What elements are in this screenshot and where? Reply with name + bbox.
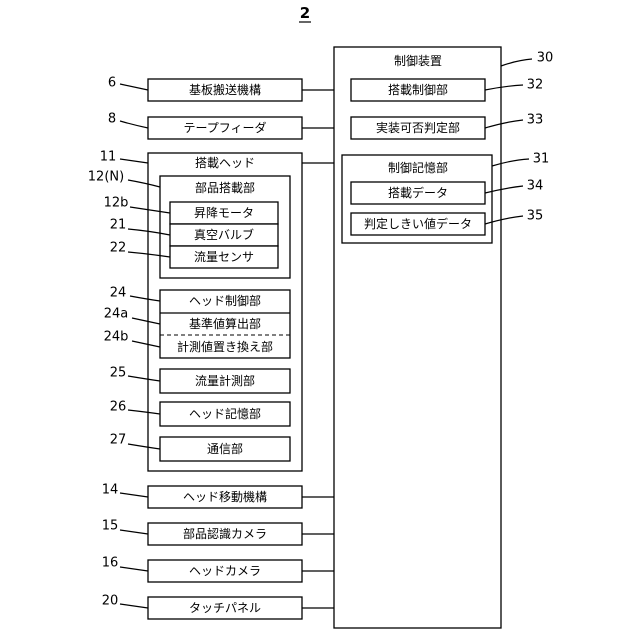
communication-label: 通信部	[207, 441, 243, 456]
tape-feeder-label: テープフィーダ	[183, 120, 266, 135]
judgement-label: 実装可否判定部	[376, 120, 460, 135]
mount-data-label: 搭載データ	[388, 185, 448, 200]
tape-feeder-ref: 8	[108, 112, 116, 127]
head-memory-label: ヘッド記憶部	[189, 406, 261, 421]
tape-feeder-leader	[120, 121, 148, 128]
touch-panel-ref: 20	[102, 594, 119, 609]
head-control-label: ヘッド制御部	[189, 293, 261, 308]
part-camera-leader	[120, 530, 148, 534]
threshold-data-ref: 35	[527, 209, 544, 224]
value-rewrite-label: 計測値置き換え部	[177, 339, 273, 354]
figure-number: 2	[300, 4, 310, 22]
flow-sensor-label: 流量センサ	[194, 250, 254, 264]
part-camera-ref: 15	[102, 519, 119, 534]
part-mounting-ref: 12(N)	[88, 170, 124, 185]
head-moving-label: ヘッド移動機構	[183, 489, 267, 504]
touch-panel-leader	[120, 604, 148, 608]
judgement-ref: 33	[527, 113, 544, 128]
part-camera-label: 部品認識カメラ	[183, 526, 267, 541]
board-transport-label: 基板搬送機構	[189, 82, 261, 97]
flow-measure-ref: 25	[110, 366, 127, 381]
mounting-head-leader	[120, 159, 148, 163]
control-memory-ref: 31	[533, 152, 550, 167]
touch-panel-label: タッチパネル	[189, 601, 261, 615]
threshold-data-label: 判定しきい値データ	[364, 216, 472, 231]
value-rewrite-ref: 24b	[104, 330, 129, 345]
head-camera-label: ヘッドカメラ	[189, 564, 261, 578]
head-memory-ref: 26	[110, 400, 127, 415]
lift-motor-ref: 12b	[104, 196, 129, 211]
flow-measure-label: 流量計測部	[195, 373, 255, 388]
control-memory-title: 制御記憶部	[388, 160, 448, 175]
head-control-ref: 24	[110, 286, 127, 301]
vacuum-valve-ref: 21	[110, 218, 127, 233]
head-camera-ref: 16	[102, 556, 119, 571]
flow-sensor-ref: 22	[110, 241, 127, 256]
mounting-head-ref: 11	[100, 150, 117, 165]
communication-ref: 27	[110, 433, 127, 448]
head-camera-leader	[120, 567, 148, 571]
control-device-title: 制御装置	[394, 53, 442, 68]
mount-data-ref: 34	[527, 179, 544, 194]
mount-control-ref: 32	[527, 78, 544, 93]
board-transport-ref: 6	[108, 76, 116, 91]
head-moving-ref: 14	[102, 483, 119, 498]
vacuum-valve-label: 真空バルブ	[194, 227, 254, 242]
part-mounting-title: 部品搭載部	[195, 180, 255, 195]
control-device-ref: 30	[537, 51, 554, 66]
lift-motor-label: 昇降モータ	[194, 206, 254, 220]
mount-control-label: 搭載制御部	[388, 82, 448, 97]
reference-calc-label: 基準値算出部	[189, 316, 261, 331]
reference-calc-ref: 24a	[104, 307, 129, 322]
head-moving-leader	[120, 493, 148, 497]
mounting-head-title: 搭載ヘッド	[195, 156, 255, 170]
board-transport-leader	[120, 84, 148, 90]
control-device-leader	[501, 59, 532, 66]
